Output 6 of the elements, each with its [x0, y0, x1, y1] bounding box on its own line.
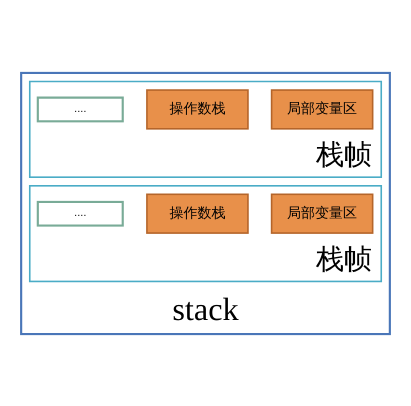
node-box: 操作数栈 [146, 193, 249, 234]
node-box: 操作数栈 [146, 88, 249, 130]
node-box: .... [36, 200, 124, 226]
node-box: 局部变量区 [270, 193, 374, 234]
node-box: .... [36, 96, 124, 122]
node-box: 局部变量区 [270, 88, 374, 130]
